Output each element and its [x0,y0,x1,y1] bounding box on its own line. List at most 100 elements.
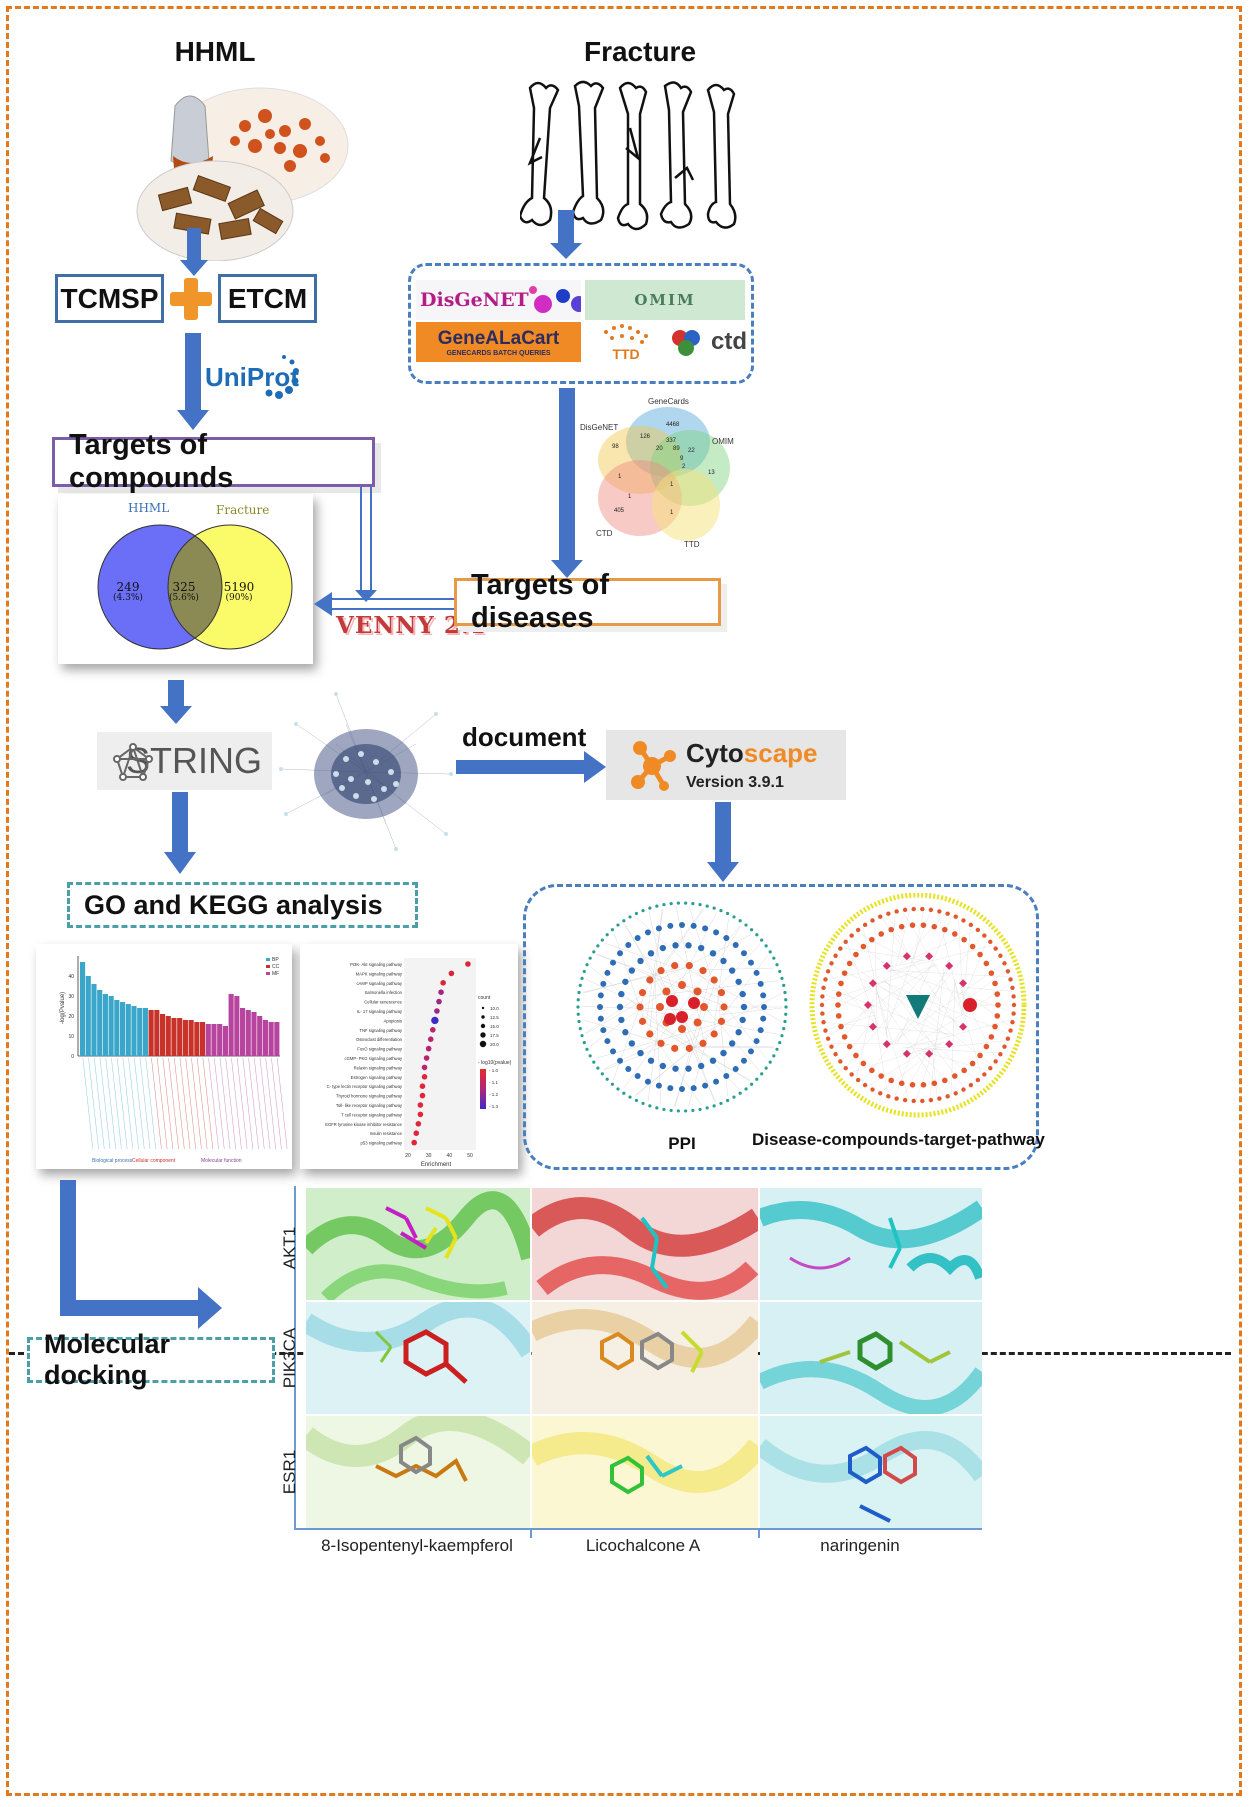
ppi-node [625,1065,632,1072]
ppi-node [719,1101,723,1106]
ppi-node [719,908,723,913]
ppi-node [747,1048,754,1055]
dctp-target-node [902,907,908,913]
pathway-label: Relaxin signaling pathway [354,1065,403,1070]
ppi-hub-node [664,1013,676,1025]
ppi-node [685,1044,693,1052]
ppi-node [634,1098,639,1103]
dctp-edge [846,942,879,1026]
dctp-edge [826,1015,875,1030]
dctp-compound-node [963,998,977,1012]
pathway-label: T cell receptor signaling pathway [341,1112,403,1117]
bar-tick-label-line [88,1057,99,1150]
venn-left-pct: (4.3%) [113,592,143,603]
dctp-target-node [969,1060,976,1067]
count-legend-label: 12.5 [490,1015,499,1020]
ppi-node [610,928,615,932]
dctp-target-node [920,1082,927,1088]
ppi-node [702,1082,709,1089]
dctp-target-node [953,1091,958,1096]
bar [234,996,240,1056]
outer-frame [6,6,1242,1796]
dctp-target-node [1010,1019,1015,1025]
pathway-label: Apoptosis [384,1018,402,1023]
dctp-target-node [961,1087,966,1092]
dctp-target-node [821,1019,826,1025]
dctp-pathway-node [864,1001,872,1009]
ppi-node [578,983,582,987]
dctp-edge [875,988,910,1100]
dctp-target-node [1008,1028,1013,1033]
count-legend-label: 17.5 [490,1033,499,1038]
dot-color-title: - log10(pvalue) [478,1060,512,1066]
venn5-number: 4468 [666,422,680,428]
dctp-target-node [855,927,861,933]
ppi-node [638,989,647,997]
dctp-target-node [945,1094,950,1099]
bar [154,1010,160,1056]
ppi-node [782,1027,786,1031]
arrow-down-1 [187,228,201,262]
arrow-down-6 [715,802,731,864]
docking-pik3ca-naringenin [760,1302,982,1414]
dctp-target-node [823,1028,828,1033]
arrow-docking-horizontal [60,1300,200,1316]
ppi-node [667,922,674,929]
ppi-node [582,1040,586,1045]
bar-tick-label-line [185,1057,196,1150]
bar [217,1024,223,1056]
ppi-node [646,976,654,984]
ppi-node [671,962,679,970]
ppi-node [576,998,580,1002]
ppi-node [597,1004,603,1010]
ppi-node [690,1085,697,1092]
dctp-target-node [945,911,950,916]
dctp-target-node [870,918,875,923]
ppi-node [637,957,644,965]
ppi-node [679,1086,685,1092]
ppi-node [732,1095,736,1099]
ctd-logo: ctd [711,328,747,355]
dctp-edge [894,934,983,1044]
arrow-down-2 [185,333,201,415]
fracture-bones-illustration [520,80,737,231]
bar-tick-label-line [145,1057,156,1150]
dctp-edge [874,920,878,1024]
dctp-target-node [1002,1044,1007,1049]
venn5-label-omim: OMIM [712,437,734,446]
pathway-dot [465,961,471,967]
ppi-edge [684,966,782,1022]
ppi-node [655,1106,659,1110]
bar [114,1000,120,1056]
dctp-edge [960,989,1011,1027]
dctp-target-node [835,991,842,997]
ppi-node [676,901,680,905]
dctp-target-node [920,906,925,912]
compound-connector [360,487,372,594]
pathway-label: Cellular senescence [364,1000,402,1005]
dctp-target-node [998,953,1003,958]
dctp-target-node [993,1059,998,1064]
ppi-node [592,950,596,954]
venn5-number: 1 [628,494,632,500]
arrow-down-7 [172,792,188,854]
ppi-node [739,990,746,998]
dctp-edge [851,1042,943,1073]
bar-tick-label-line [151,1057,162,1150]
dctp-pathway-node [925,952,934,961]
ppi-node [659,1062,667,1070]
ppi-node [659,944,667,952]
ppi-node [784,998,788,1002]
dctp-edge [962,969,1007,1003]
bar [274,1022,280,1056]
col-label-licochalcone: Licochalcone A [585,1536,701,1555]
ppi-node [709,1057,717,1064]
ppi-node [634,935,641,942]
bar [125,1004,131,1056]
pathway-dot [438,989,444,995]
etcm-box: ETCM [218,274,317,323]
string-network-image [279,692,453,851]
dctp-edge [846,962,934,1068]
bar [245,1010,251,1056]
ppi-node [690,922,697,929]
